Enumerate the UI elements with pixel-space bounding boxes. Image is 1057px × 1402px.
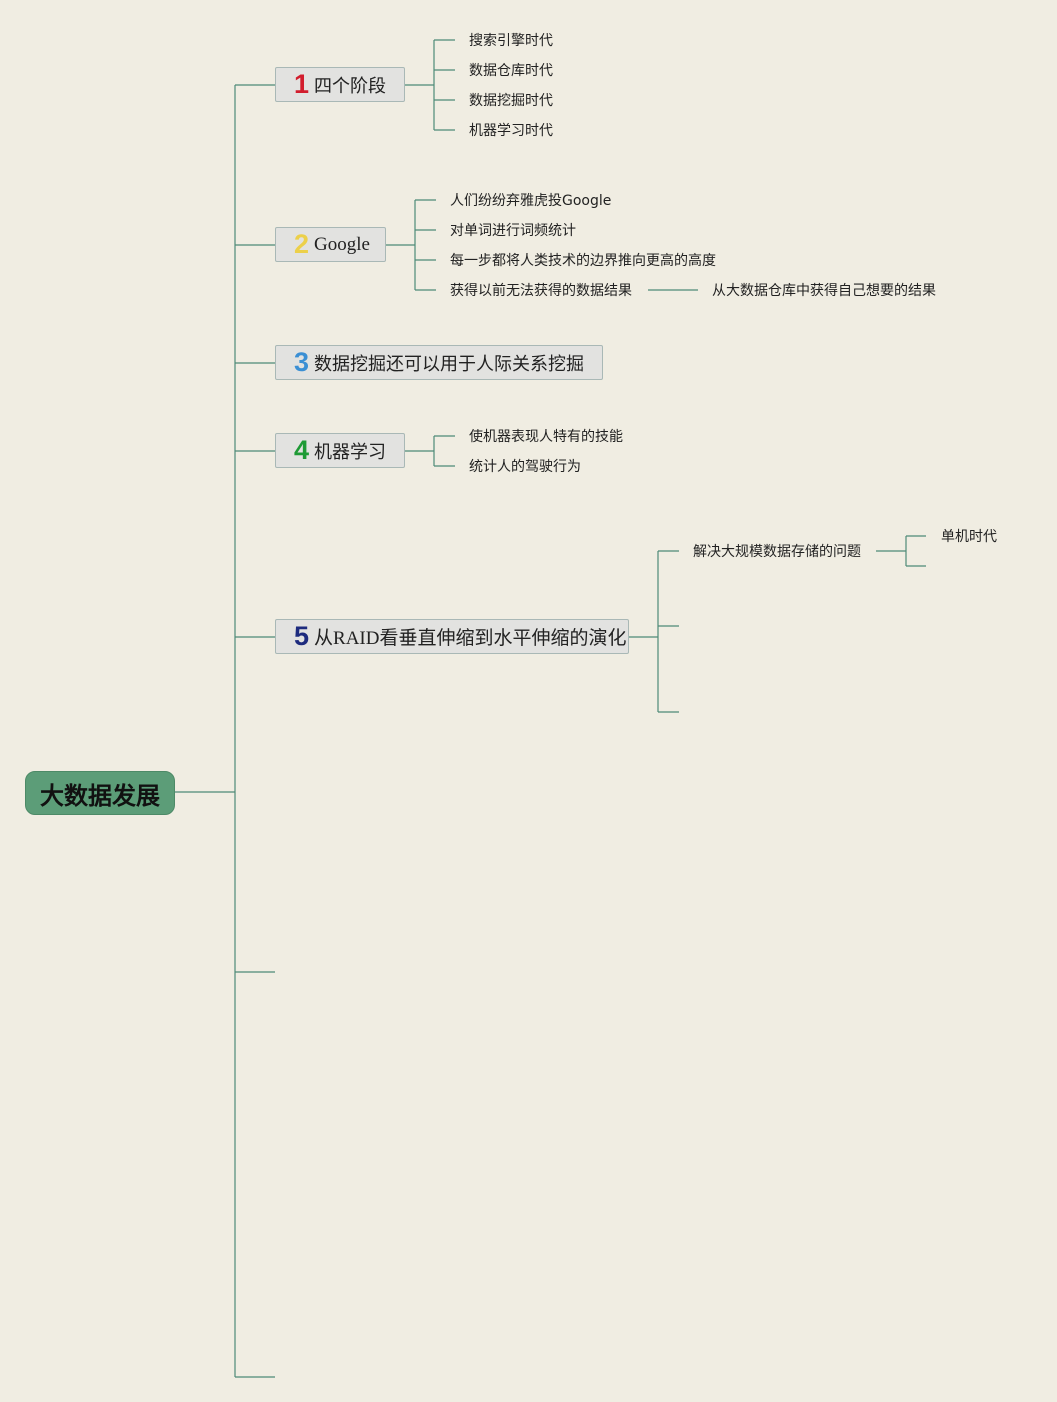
leaf-1-3[interactable]: 数据挖掘时代 <box>469 93 553 109</box>
branch-label-5: 从RAID看垂直伸缩到水平伸缩的演化 <box>314 628 627 649</box>
leaf-4-1[interactable]: 使机器表现人特有的技能 <box>469 429 623 445</box>
leaf-1-2[interactable]: 数据仓库时代 <box>469 63 553 79</box>
leaf-1-4[interactable]: 机器学习时代 <box>469 123 553 139</box>
branch-label-3: 数据挖掘还可以用于人际关系挖掘 <box>314 353 585 375</box>
branch-number-1: 1 <box>294 69 310 99</box>
branch-number-4: 4 <box>294 435 310 465</box>
leaf-4-2[interactable]: 统计人的驾驶行为 <box>469 459 581 475</box>
branch-label-1: 四个阶段 <box>314 75 387 97</box>
root-node[interactable]: 大数据发展 <box>25 771 175 815</box>
leaf-5-1-1[interactable]: 单机时代 <box>941 529 997 545</box>
branch-node-5[interactable]: 5 从RAID看垂直伸缩到水平伸缩的演化 <box>275 619 629 654</box>
branch-node-3[interactable]: 3 数据挖掘还可以用于人际关系挖掘 <box>275 345 603 380</box>
branch-node-4[interactable]: 4 机器学习 <box>275 433 405 468</box>
leaf-2-1[interactable]: 人们纷纷弃雅虎投Google <box>450 192 611 210</box>
branch-node-1[interactable]: 1 四个阶段 <box>275 67 405 102</box>
branch-node-2[interactable]: 2 Google <box>275 227 386 262</box>
leaf-5-1[interactable]: 解决大规模数据存储的问题 <box>693 544 861 560</box>
leaf-2-1-text: 人们纷纷弃雅虎投Google <box>450 193 612 209</box>
branch-number-3: 3 <box>294 347 310 377</box>
leaf-2-2[interactable]: 对单词进行词频统计 <box>450 223 576 239</box>
branch-number-2: 2 <box>294 229 310 259</box>
branch-number-5: 5 <box>294 621 310 651</box>
root-label: 大数据发展 <box>40 781 160 810</box>
branch-label-2: Google <box>314 233 370 255</box>
leaf-1-1[interactable]: 搜索引擎时代 <box>469 33 553 49</box>
leaf-2-4[interactable]: 获得以前无法获得的数据结果 <box>450 283 632 299</box>
leaf-2-4-1[interactable]: 从大数据仓库中获得自己想要的结果 <box>712 283 936 299</box>
branch-label-4: 机器学习 <box>314 441 387 463</box>
leaf-2-3[interactable]: 每一步都将人类技术的边界推向更高的高度 <box>450 253 716 269</box>
